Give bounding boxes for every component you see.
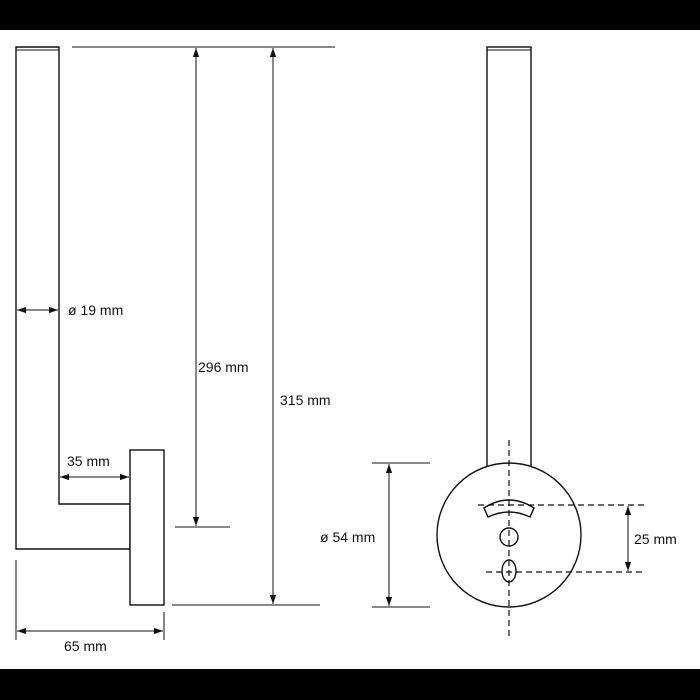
label-total-height: 315 mm [280,392,331,408]
label-arm-length: 35 mm [67,453,110,469]
upper-mount-slot [483,499,535,518]
wall-plate-side [129,449,165,606]
label-depth: 65 mm [64,638,107,654]
label-tube-diameter: ø 19 mm [68,302,123,318]
label-hole-spacing: 25 mm [634,531,677,547]
technical-drawing-frame: ø 19 mm 296 mm 315 mm 35 mm 65 mm ø 54 m… [0,30,700,669]
technical-drawing: ø 19 mm 296 mm 315 mm 35 mm 65 mm ø 54 m… [15,46,677,654]
holder-profile [15,46,131,550]
label-inner-height: 296 mm [198,359,249,375]
side-view [15,46,165,606]
tube-front [486,46,532,476]
label-base-diameter: ø 54 mm [320,529,375,545]
